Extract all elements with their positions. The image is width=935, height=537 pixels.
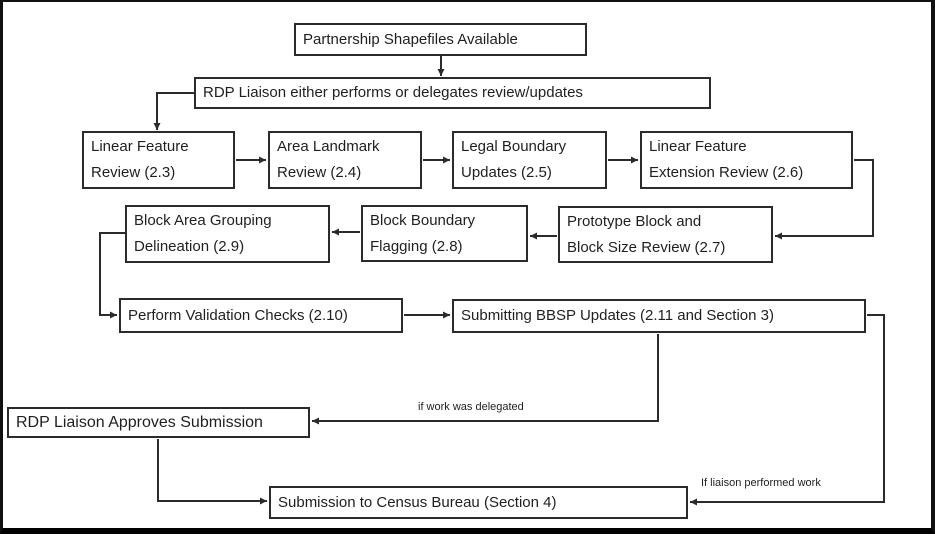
node-prototype-block-size-review-2-7: Prototype Block and Block Size Review (2…	[558, 206, 773, 263]
arrow-bbsp-to-approve	[312, 334, 659, 425]
node-block-area-grouping-delineation-2-9: Block Area Grouping Delineation (2.9)	[125, 205, 330, 263]
arrow-bbsp-to-census	[690, 314, 885, 506]
node-partnership-shapefiles-available: Partnership Shapefiles Available	[294, 23, 587, 56]
node-submission-to-census-bureau: Submission to Census Bureau (Section 4)	[269, 486, 688, 519]
node-linear-feature-review-2-3: Linear Feature Review (2.3)	[82, 131, 235, 189]
node-submitting-bbsp-updates: Submitting BBSP Updates (2.11 and Sectio…	[452, 299, 866, 333]
arrow-rdp-to-2-3	[153, 92, 195, 130]
edge-label-if-liaison-performed-work: If liaison performed work	[701, 477, 821, 489]
node-perform-validation-checks-2-10: Perform Validation Checks (2.10)	[119, 298, 403, 333]
node-linear-feature-extension-review-2-6: Linear Feature Extension Review (2.6)	[640, 131, 853, 189]
node-rdp-liaison-approves-submission: RDP Liaison Approves Submission	[7, 407, 310, 438]
node-legal-boundary-updates-2-5: Legal Boundary Updates (2.5)	[452, 131, 607, 189]
arrow-2-9-to-2-10	[99, 232, 125, 319]
node-rdp-liaison-review-updates: RDP Liaison either performs or delegates…	[194, 77, 711, 109]
node-area-landmark-review-2-4: Area Landmark Review (2.4)	[268, 131, 422, 189]
edge-label-if-work-was-delegated: if work was delegated	[418, 401, 524, 413]
arrow-2-6-to-2-7	[775, 159, 874, 240]
node-block-boundary-flagging-2-8: Block Boundary Flagging (2.8)	[361, 205, 528, 262]
arrow-approve-to-census	[157, 439, 267, 505]
